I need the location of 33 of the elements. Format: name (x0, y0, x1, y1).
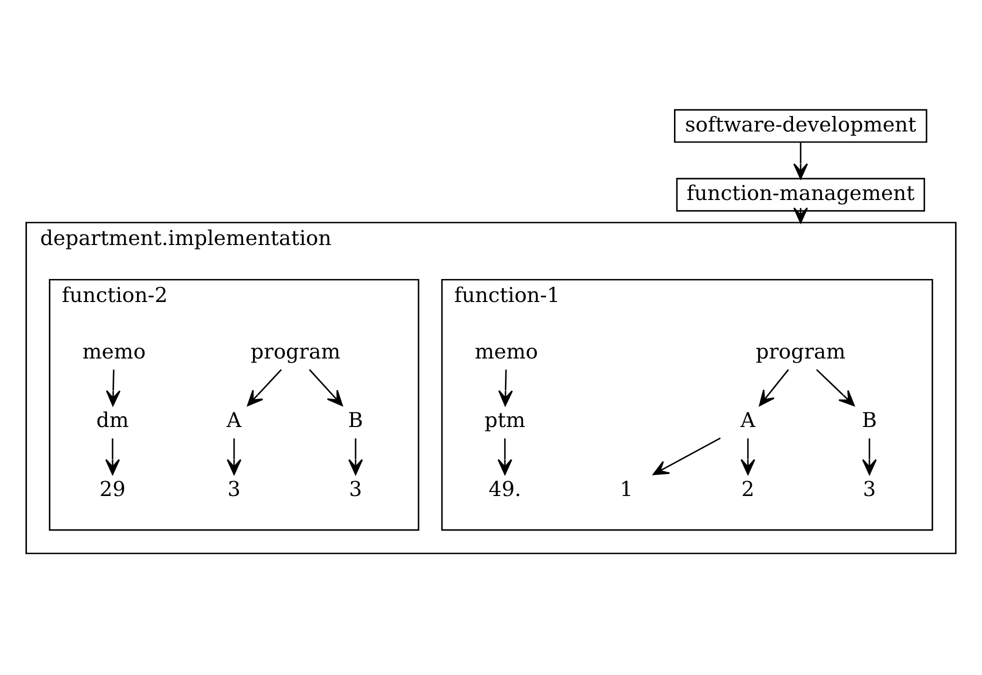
node-text: 29 (100, 476, 126, 501)
node-text: 1 (620, 476, 633, 501)
node-text: 2 (741, 476, 754, 501)
node-text: 49. (488, 476, 522, 501)
node-text: 3 (349, 476, 362, 501)
arrow (247, 369, 282, 406)
arrow (862, 438, 877, 475)
node-text: 3 (228, 476, 241, 501)
arrow (793, 142, 808, 180)
node-text: memo (474, 339, 538, 364)
arrow (105, 438, 120, 475)
arrow (498, 438, 512, 475)
node-text: program (250, 339, 340, 364)
node-text: program (756, 339, 846, 364)
arrow (652, 437, 721, 476)
arrow (740, 438, 756, 475)
node-text: dm (96, 408, 129, 432)
node-text: 3 (862, 476, 876, 501)
node-text: B (348, 408, 364, 432)
arrow (308, 369, 343, 406)
arrow (793, 207, 808, 224)
arrow (106, 370, 121, 406)
node-box: software-development (674, 109, 928, 143)
node-text: A (226, 408, 242, 432)
arrow (816, 369, 855, 406)
node-text: ptm (484, 408, 526, 432)
arrow (498, 370, 513, 406)
arrow (759, 369, 789, 406)
node-text: memo (82, 339, 146, 364)
node-text: A (740, 408, 756, 432)
arrow (348, 438, 363, 475)
arrow (226, 438, 242, 475)
node-text: B (862, 408, 877, 432)
